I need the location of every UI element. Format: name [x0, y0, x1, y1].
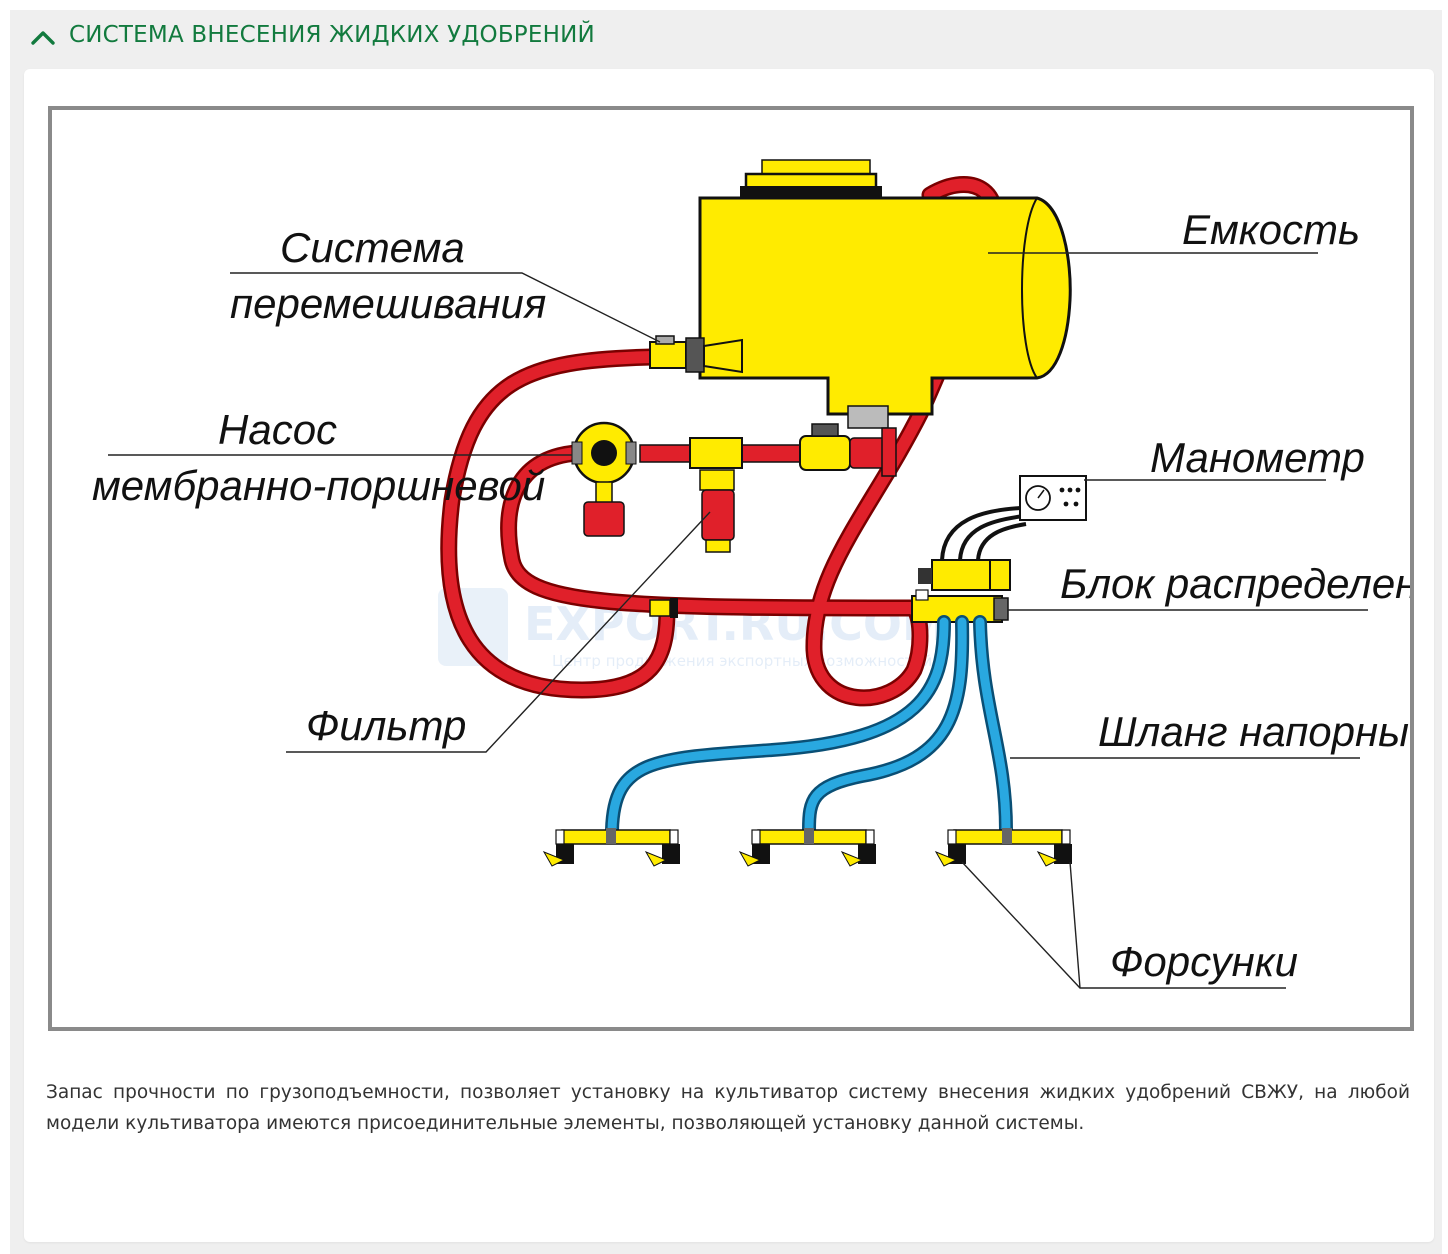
- label-pump-1: Насос: [218, 406, 337, 453]
- label-gauge: Манометр: [1150, 434, 1365, 481]
- accordion-title[interactable]: СИСТЕМА ВНЕСЕНИЯ ЖИДКИХ УДОБРЕНИЙ: [69, 22, 595, 48]
- diagram-labels: Система перемешивания Емкость Насос мемб…: [92, 206, 1410, 985]
- label-nozzles: Форсунки: [1110, 938, 1298, 985]
- chevron-up-icon[interactable]: [30, 26, 56, 48]
- blue-hoses: [605, 615, 1013, 837]
- distributor-block: [911, 475, 1087, 623]
- label-mixing-1: Система: [280, 224, 465, 271]
- accordion-content: EXPORT.RU.COM Центр продвижения экспортн…: [24, 69, 1434, 1242]
- watermark-sub: Центр продвижения экспортных возможносте…: [552, 652, 932, 670]
- label-pump-2: мембранно-поршневой: [92, 462, 545, 509]
- tank: [649, 159, 1072, 429]
- pump-assembly: [571, 421, 897, 553]
- label-mixing-2: перемешивания: [230, 280, 546, 327]
- watermark: EXPORT.RU.COM Центр продвижения экспортн…: [438, 588, 948, 670]
- label-filter: Фильтр: [306, 702, 466, 749]
- label-tank: Емкость: [1182, 206, 1360, 253]
- fertilizer-system-diagram: EXPORT.RU.COM Центр продвижения экспортн…: [48, 106, 1414, 1031]
- accordion-panel: СИСТЕМА ВНЕСЕНИЯ ЖИДКИХ УДОБРЕНИЙ EXPORT…: [10, 10, 1442, 1254]
- label-distributor: Блок распределения: [1060, 560, 1410, 607]
- accordion-header[interactable]: СИСТЕМА ВНЕСЕНИЯ ЖИДКИХ УДОБРЕНИЙ: [10, 10, 1442, 68]
- nozzle-bars: [542, 828, 1072, 867]
- leader-lines: [108, 252, 1368, 989]
- description-text: Запас прочности по грузоподъемности, поз…: [46, 1081, 1410, 1134]
- label-hose: Шланг напорный: [1098, 708, 1410, 755]
